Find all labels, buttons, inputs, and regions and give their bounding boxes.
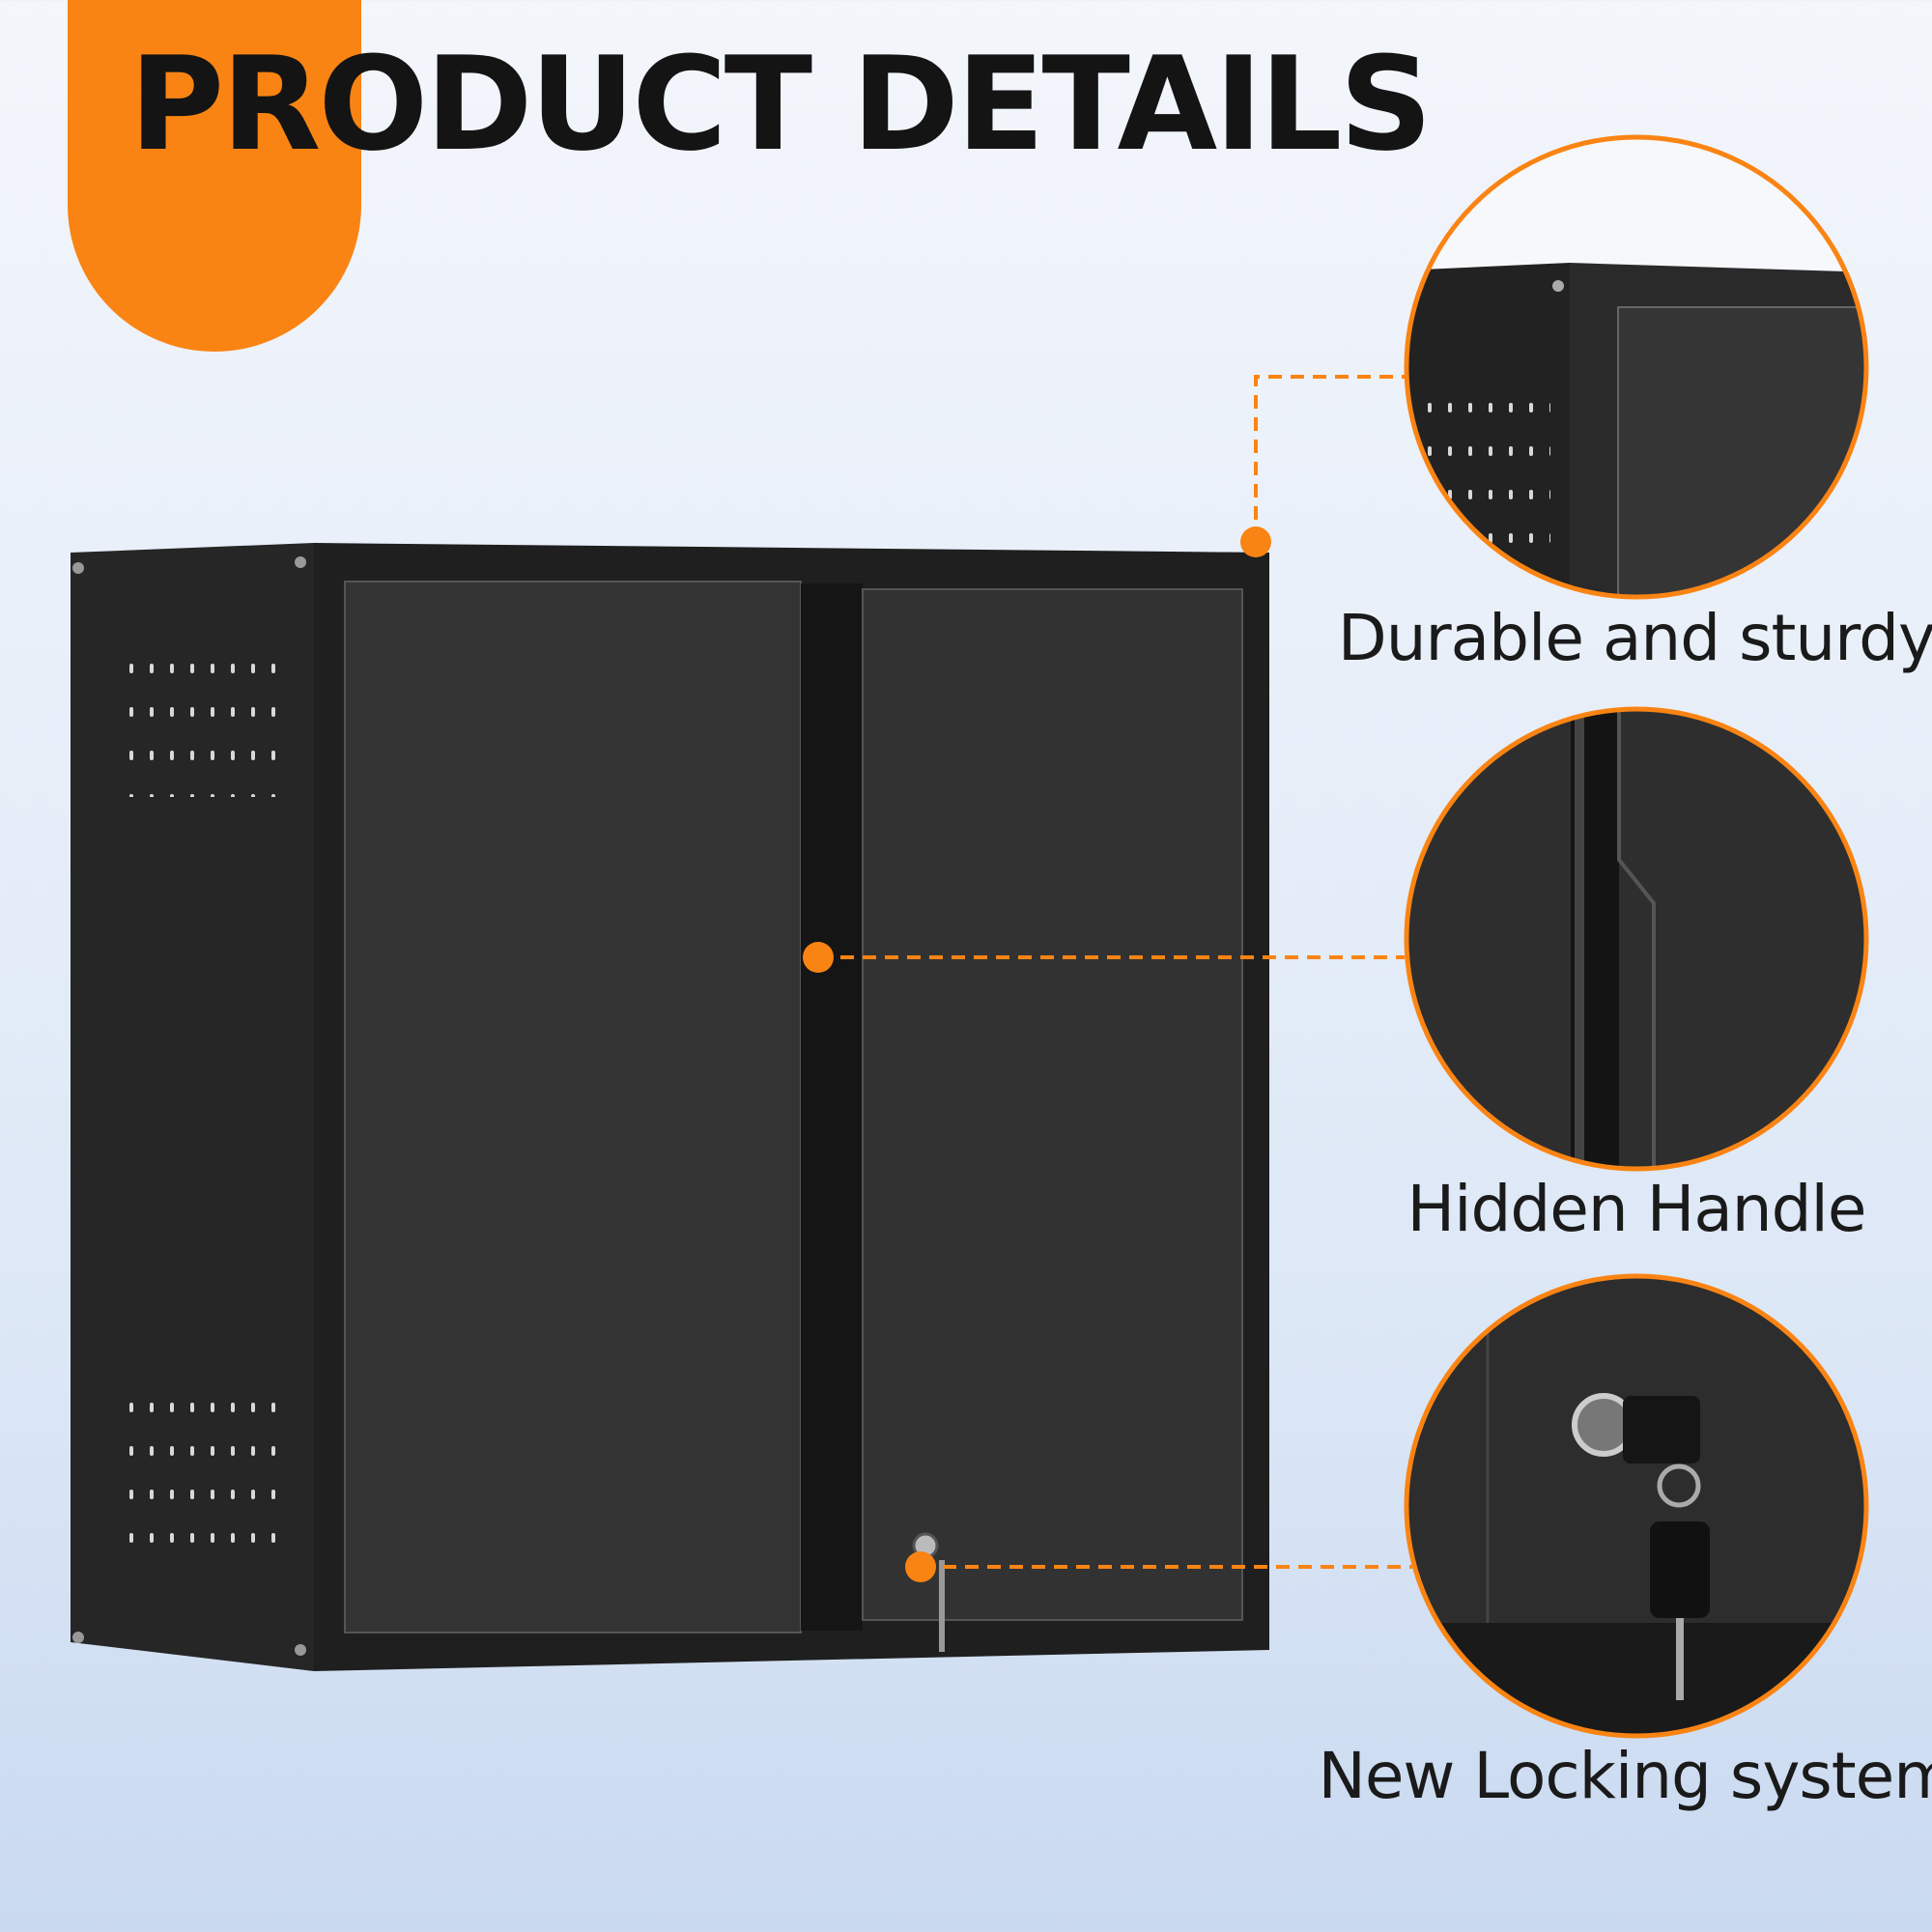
detail-closeup-lock [1406, 1276, 1866, 1736]
callout-dot-lock [905, 1551, 936, 1582]
detail-closeup-corner [1406, 137, 1866, 597]
callout-dot-handle [803, 942, 834, 973]
callout-dot-top [1240, 526, 1271, 557]
right-door [862, 588, 1243, 1621]
side-vent-top [114, 633, 276, 797]
key-icon [939, 1560, 945, 1652]
orange-accent-shape [68, 0, 361, 352]
callout-lines [818, 375, 1412, 1569]
cabinet-side-panel [71, 543, 314, 1671]
feature-label-lock: New Locking system [1318, 1739, 1932, 1813]
wall-cabinet [71, 543, 1269, 1671]
feature-label-handle: Hidden Handle [1406, 1172, 1867, 1246]
door-gap [801, 583, 863, 1631]
page-title: PRODUCT DETAILS [129, 29, 1433, 180]
feature-label-durable: Durable and sturdy [1337, 601, 1932, 675]
detail-closeup-handle [1406, 709, 1866, 1169]
left-door [344, 581, 802, 1634]
side-vent-bottom [114, 1391, 276, 1555]
